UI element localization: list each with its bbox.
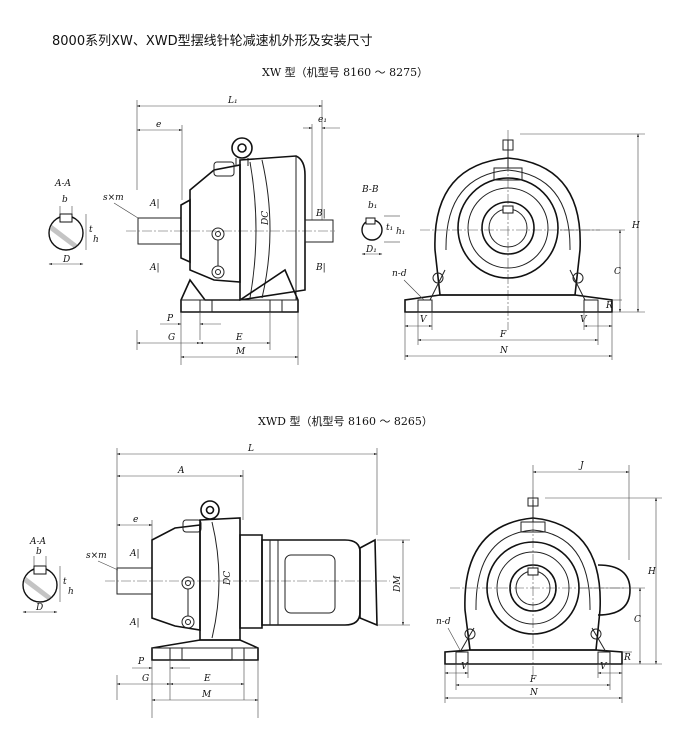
xw-front-nd: n-d — [392, 269, 407, 279]
xw-section-a-top: A| — [149, 199, 160, 209]
xwd-dim-m: M — [201, 690, 212, 700]
xw-bb-d1: D₁ — [365, 245, 377, 255]
xwd-dim-dc: DC — [223, 571, 233, 586]
xw-front-r: R — [605, 301, 613, 311]
xw-dim-m: M — [235, 347, 246, 357]
xwd-aa-d: D — [35, 603, 43, 613]
xw-front-v-left: V — [420, 315, 428, 325]
xwd-front-j: J — [578, 461, 585, 471]
xw-dim-e-base: E — [235, 333, 243, 343]
xw-section-a-bottom: A| — [149, 263, 160, 273]
xw-side-view: L₁ e e₁ A| — [126, 96, 340, 365]
xwd-aa-h: h — [68, 587, 74, 597]
xwd-front-v-right: V — [600, 662, 608, 672]
xw-front-h: H — [631, 221, 640, 231]
page-title: 8000系列XW、XWD型摆线针轮减速机外形及安装尺寸 — [52, 34, 373, 49]
xwd-dim-dm: DM — [393, 575, 403, 593]
xwd-dim-e-base: E — [203, 674, 211, 684]
xw-aa-d: D — [62, 255, 70, 265]
xw-dim-dc: DC — [261, 211, 271, 226]
xw-dim-e1: e₁ — [318, 115, 327, 125]
xwd-dim-p: P — [137, 657, 145, 667]
xwd-dim-l: L — [247, 444, 254, 454]
xwd-aa-t: t — [63, 577, 67, 587]
xwd-front-nd: n-d — [436, 617, 451, 627]
xw-front-n: N — [499, 346, 509, 356]
xwd-front-h: H — [647, 567, 656, 577]
xw-label-aa: A-A — [54, 179, 72, 189]
xw-aa-h: h — [93, 235, 99, 245]
xw-bb-h1: h₁ — [396, 227, 405, 237]
xwd-dim-a: A — [177, 466, 185, 476]
xwd-front-v-left: V — [461, 662, 469, 672]
xwd-front-c: C — [634, 615, 641, 625]
xw-dim-l1: L₁ — [227, 96, 238, 106]
xwd-front-n: N — [529, 688, 539, 698]
xw-label-bb: B-B — [361, 185, 379, 195]
xw-sxm: s×m — [103, 193, 124, 203]
xw-dim-e: e — [156, 120, 161, 130]
xw-front-view: n-d V V F N H C R — [392, 130, 645, 360]
xw-dim-g: G — [168, 333, 175, 343]
xwd-section-a-bottom: A| — [129, 618, 140, 628]
xwd-front-f: F — [529, 675, 537, 685]
xwd-front-r: R — [623, 653, 631, 663]
xwd-section-aa: A-A b t h D s×m — [22, 537, 119, 614]
xwd-label-aa: A-A — [29, 537, 47, 547]
xw-front-c: C — [614, 267, 621, 277]
xw-section-b-top: B| — [315, 209, 326, 219]
xwd-dim-g: G — [142, 674, 149, 684]
xwd-dim-e: e — [133, 515, 138, 525]
xw-dim-p: P — [166, 314, 174, 324]
xwd-sxm: s×m — [86, 551, 107, 561]
xw-caption: XW 型（机型号 8160 ～ 8275） — [262, 66, 429, 79]
xw-section-bb: B-B b₁ t₁ h₁ D₁ — [361, 185, 405, 256]
xw-section-aa: A-A b t h D s×m — [48, 179, 139, 266]
xw-front-f: F — [499, 330, 507, 340]
xw-section-b-bottom: B| — [315, 263, 326, 273]
xw-bb-b1: b₁ — [368, 201, 377, 211]
xwd-caption: XWD 型（机型号 8160 ～ 8265） — [258, 415, 433, 428]
xw-front-v-right: V — [580, 315, 588, 325]
xwd-section-a-top: A| — [129, 549, 140, 559]
xw-aa-t: t — [89, 225, 93, 235]
xwd-side-view: L A e A| A| DC — [105, 444, 410, 718]
xwd-front-view: J n-d V V F N — [436, 461, 662, 703]
xwd-aa-b: b — [36, 547, 42, 557]
xw-aa-b: b — [62, 195, 68, 205]
xw-bb-t1: t₁ — [386, 223, 393, 233]
